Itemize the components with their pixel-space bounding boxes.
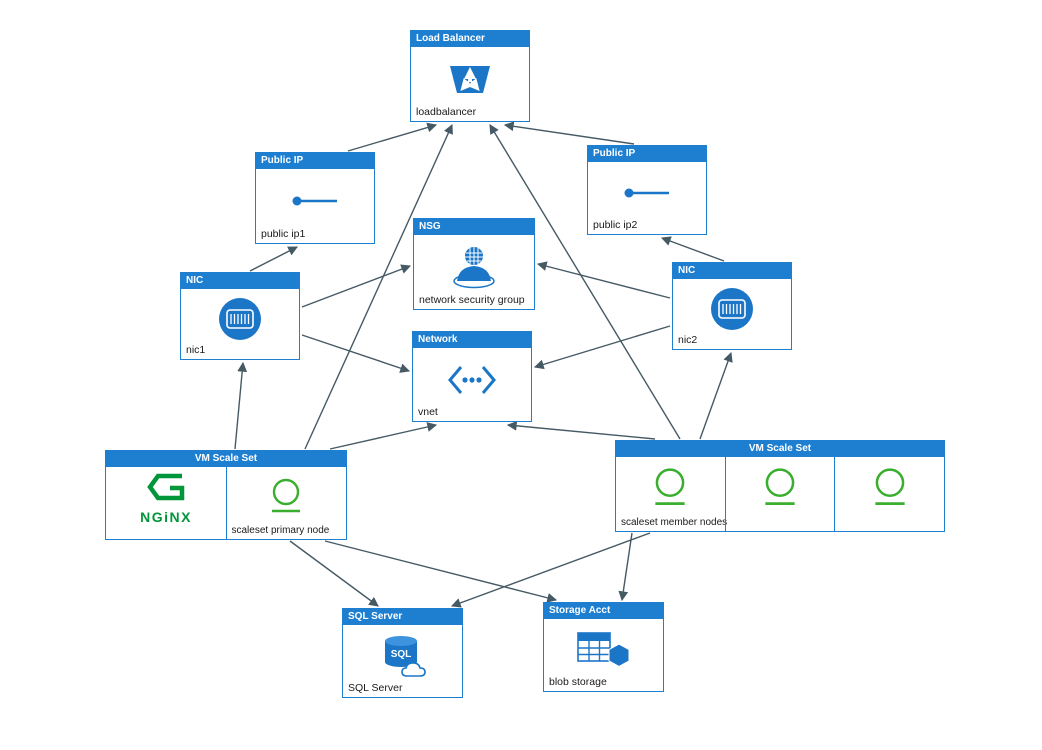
vmss-member-cell-1[interactable]: scaleset member nodes [616,457,728,531]
node-title: Public IP [588,146,706,162]
node-title: VM Scale Set [616,441,944,457]
node-title: Storage Acct [544,603,663,619]
node-storage[interactable]: Storage Acct blob storage [543,602,664,692]
public-ip-icon [292,196,337,206]
nginx-logo-icon: NGiNX [140,473,192,525]
node-label: public ip2 [593,219,638,231]
node-public-ip2[interactable]: Public IP public ip2 [587,145,707,235]
node-label: network security group [419,294,525,306]
node-label: public ip1 [261,228,306,240]
vm-node-icon [875,468,905,505]
vm-node-icon [272,478,301,513]
edge-public_ip1--load_balancer [347,122,438,152]
public-ip-icon [624,188,669,198]
sql-database-icon: SQL [384,636,426,677]
edge-nic2--public_ip2 [660,236,725,262]
node-label: blob storage [549,676,607,688]
edge-vmss_primary--storage [324,540,558,603]
nginx-wordmark: NGiNX [140,509,192,525]
edge-vmss_primary--load_balancer [304,123,453,450]
node-title: NSG [414,219,534,235]
edge-vmss_members--nic2 [699,351,733,440]
nic-icon [219,298,261,340]
node-nic1[interactable]: NIC nic1 [180,272,300,360]
node-title: VM Scale Set [106,451,346,467]
node-label: scaleset member nodes [621,517,728,528]
node-label: loadbalancer [416,106,477,118]
edge-nic1--public_ip1 [249,246,298,272]
security-agent-icon [453,247,495,289]
edge-nic2--vnet [533,325,671,370]
node-title: Network [413,332,531,348]
node-sql-server[interactable]: SQL Server SQL SQL Server [342,608,463,698]
node-nic2[interactable]: NIC nic2 [672,262,792,350]
edge-vmss_members--sql_server [450,532,651,608]
virtual-network-icon [448,365,496,394]
node-vmss-primary[interactable]: VM Scale Set NGiNX scaleset primary node [105,450,347,540]
load-balancer-icon [450,66,490,93]
edge-public_ip2--load_balancer [503,121,635,145]
vm-node-icon [655,468,685,505]
edge-nic1--nsg [301,264,412,308]
node-label: SQL Server [348,682,403,694]
node-vnet[interactable]: Network vnet [412,331,532,422]
node-label: nic1 [186,344,206,356]
node-label: scaleset primary node [231,525,330,536]
node-title: NIC [181,273,299,289]
vm-node-icon [765,468,795,505]
node-label: nic2 [678,334,698,346]
vmss-member-cell-2[interactable] [724,457,835,531]
edge-vmss_members--load_balancer [489,124,681,440]
node-vmss-members[interactable]: VM Scale Set scaleset member nodes [615,440,945,532]
vmss-primary-nginx-cell[interactable]: NGiNX [106,467,226,539]
vmss-primary-node-cell[interactable]: scaleset primary node [225,467,347,539]
vmss-member-cell-3[interactable] [834,457,944,531]
edge-nic1--vnet [301,334,411,373]
edge-vmss_members--storage [618,532,633,602]
node-load-balancer[interactable]: Load Balancer loadbalancer [410,30,530,122]
node-title: Public IP [256,153,374,169]
node-title: Load Balancer [411,31,529,47]
edge-vmss_members--vnet [506,420,656,440]
node-title: SQL Server [343,609,462,625]
storage-table-hex-icon [576,632,629,668]
nic-icon [711,288,753,330]
node-title: NIC [673,263,791,279]
node-public-ip1[interactable]: Public IP public ip1 [255,152,375,244]
sql-icon-text: SQL [390,649,411,660]
edge-vmss_primary--sql_server [289,540,379,607]
node-nsg[interactable]: NSG network security group [413,218,535,310]
edge-vmss_primary--vnet [329,422,438,450]
edge-vmss_primary--nic1 [234,361,248,450]
edge-nic2--nsg [536,261,671,299]
node-label: vnet [418,406,438,418]
